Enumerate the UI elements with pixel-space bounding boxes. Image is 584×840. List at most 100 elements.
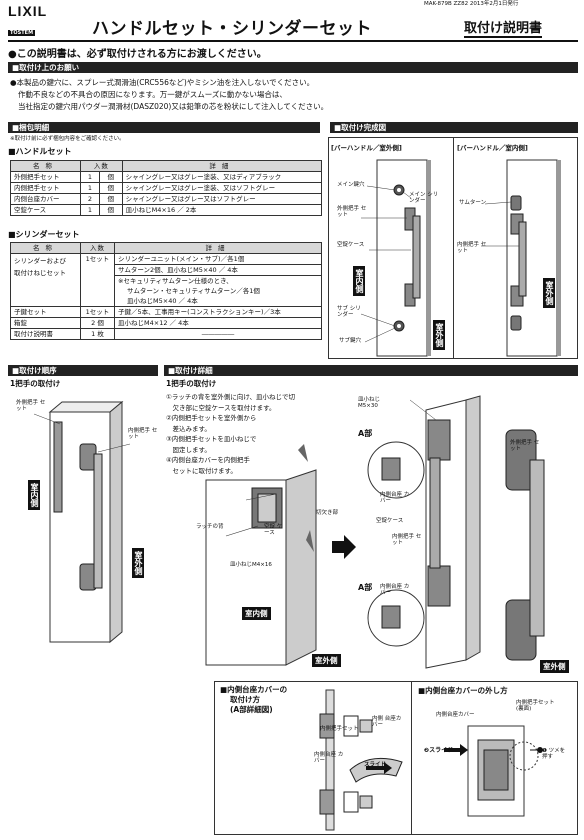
cell-name-line: シリンダーおよび (14, 257, 66, 265)
detail-heading: ■取付け詳細 (164, 365, 578, 376)
label-a-part2: A部 (358, 583, 373, 592)
cell-detail: 皿小ねじM4×16 ／ 2本 (121, 204, 323, 216)
cell-unit: 個 (98, 193, 123, 205)
table-row: 空錠ケース 1 個 皿小ねじM4×16 ／ 2本 (10, 204, 323, 216)
cell-name-line: 取付けねじセット (14, 269, 66, 277)
cell-detail: シャイングレー又はグレー塗装、又はソフトグレー (121, 182, 323, 194)
cell-name: 子鍵セット (10, 306, 81, 318)
table-row: 内側把手セット 1 個 シャイングレー又はグレー塗装、又はソフトグレー (10, 182, 323, 194)
detail-indoor-badge: 室内側 (242, 607, 271, 620)
notice: ●この説明書は、必ず取付けされる方にお渡しください。 (8, 49, 267, 60)
request-line: 作動不良などの不具合の原因になります。万一鍵がスムーズに動かない場合は、 (18, 90, 287, 99)
order-step1: 1把手の取付け (10, 379, 61, 388)
instruction-line: ③内側把手セットを皿小ねじで (166, 435, 257, 443)
col-name: 名称 (10, 242, 81, 254)
label-slide-cover: スライド (364, 762, 387, 768)
brand-logo: LIXIL TOSTEM (8, 3, 64, 38)
brand-name: LIXIL (8, 3, 48, 19)
label-sub-cyl: サブ シリンダー (337, 306, 361, 319)
cylinder-set-table: 名称 入数 詳細 シリンダーおよび 取付けねじセット 1セット シリンダーユニッ… (10, 242, 322, 340)
cylinder-set-heading: ■シリンダーセット (8, 230, 80, 239)
install-cover-title-line: (A部詳細図) (230, 705, 273, 714)
cell-detail: 子鍵／5本、工事用キー(コンストラクションキー)／3本 (114, 306, 322, 318)
label-main-cyl: メイン シリンダー (409, 192, 439, 205)
label-lock-case: 空錠ケース (337, 242, 365, 248)
cell-detail: シリンダーユニット(メイン・サブ)／各1個 (114, 253, 322, 265)
order-heading: ■取付け順序 (8, 365, 158, 376)
cell-qty: 1 枚 (80, 328, 115, 340)
label-inner-handle: 内側把手 セット (457, 242, 487, 255)
cell-qty: 1 (80, 204, 100, 216)
cell-qty: 2 個 (80, 317, 115, 329)
label-cutout: 切欠き部 (316, 510, 339, 516)
label-outer-handle-detail: 外側把手 セット (510, 440, 540, 453)
label-screw-m5: 皿小ねじ M5×30 (358, 397, 381, 410)
table-row: 子鍵セット 1セット 子鍵／5本、工事用キー(コンストラクションキー)／3本 (10, 306, 322, 318)
detail-instructions: ①ラッチの背を室外側に向け、皿小ねじで切 欠き部に空錠ケースを取付けます。 ②内… (166, 392, 295, 476)
order-door-illustration (33, 400, 131, 644)
packing-note: ※取付け前に必ず梱包内容をご確認ください。 (10, 136, 125, 142)
instruction-line: 固定します。 (166, 445, 211, 454)
label-inner-handle-cover: 内側把手セット (320, 726, 359, 732)
table-row: シリンダーおよび 取付けねじセット 1セット シリンダーユニット(メイン・サブ)… (10, 253, 322, 307)
label-base-cover2-cover: 内側台座 カバー (314, 752, 344, 765)
cell-qty: 1セット (80, 253, 115, 307)
table-header-row: 名称 入数 詳細 (10, 242, 322, 254)
detail-door-before (205, 444, 317, 666)
label-outer-handle: 外側把手 セット (337, 206, 367, 219)
indoor-door-illustration (481, 159, 561, 357)
detail-outdoor-badge2: 室外側 (540, 660, 569, 673)
complete-divider (453, 138, 454, 358)
detail-outdoor-badge: 室外側 (312, 654, 341, 667)
col-name: 名称 (10, 160, 81, 172)
label-base-cover-cover: 内側 台座カバー (372, 716, 402, 729)
label-sub-key: サブ鍵穴 (339, 338, 362, 344)
col-detail: 詳細 (114, 242, 322, 254)
cell-qty: 1 (80, 182, 100, 194)
label-inner-handle-remove: 内側把手セット (裏面) (516, 700, 555, 713)
label-thumbturn: サムターン (459, 200, 487, 206)
cell-name: 箱錠 (10, 317, 81, 329)
col-qty: 入数 (80, 160, 123, 172)
complete-heading: ■取付け完成図 (330, 122, 578, 133)
cell-name: 内側台座カバー (10, 193, 81, 205)
outdoor-badge: 室外側 (543, 278, 555, 308)
indoor-badge: 室内側 (353, 266, 365, 296)
instruction-line: ①ラッチの背を室外側に向け、皿小ねじで切 (166, 393, 296, 401)
cell-detail: 皿小ねじM5×40 ／ 4本 (114, 296, 322, 307)
handle-set-heading: ■ハンドルセット (8, 147, 72, 156)
label-screw-m4: 皿小ねじM4×16 (230, 562, 272, 568)
order-outdoor-badge: 室外側 (132, 548, 144, 578)
bottom-panel (214, 681, 578, 835)
remove-cover-illustration (444, 725, 543, 817)
cell-name: 外側把手セット (10, 171, 81, 183)
install-cover-title-line: 取付け方 (230, 695, 260, 704)
manual-type: 取付け説明書 (464, 17, 543, 38)
detail-step1: 1把手の取付け (166, 379, 217, 388)
step-arrow (332, 535, 356, 559)
install-cover-illustration (319, 689, 403, 831)
label-inner-handle-detail: 内側把手 セット (392, 534, 422, 547)
col-detail: 詳細 (121, 160, 323, 172)
instruction-line: ④内側台座カバーを内側把手 (166, 456, 250, 464)
cell-name: 取付け説明書 (10, 328, 81, 340)
cell-unit: 個 (98, 204, 123, 216)
cell-detail: ※セキュリティサムターン仕様のとき、 (114, 275, 322, 286)
cell-name: 空錠ケース (10, 204, 81, 216)
label-base-cover-remove: 内側台座カバー (436, 712, 475, 718)
instruction-line: 差込みます。 (166, 424, 211, 433)
cell-qty: 2 (80, 193, 100, 205)
label-base-cover2: 内側台座 カバー (380, 584, 410, 597)
table-row: サムターン・セキュリティサムターン／各1個 (11, 286, 322, 296)
label-lock-case2: 空錠 ケース (264, 524, 283, 537)
packing-heading: ■梱包明細 (8, 122, 320, 133)
complete-diagram-frame: [バーハンドル／室外側] [バーハンドル／室内側] メイン鍵穴 メイン シリンダ… (328, 137, 578, 359)
instruction-line: セットに取付けます。 (166, 466, 237, 475)
label-slide-remove: ❷スライド (424, 747, 454, 754)
outdoor-door-illustration (360, 159, 431, 357)
order-indoor-badge: 室内側 (28, 480, 40, 510)
document-code: MAK-879B ZZ82 2013年2月1日発行 (424, 1, 519, 7)
sub-brand: TOSTEM (8, 30, 36, 36)
table-row: 外側把手セット 1 個 シャイングレー又はグレー塗装、又はディアブラック (10, 171, 323, 183)
request-body: ●本製品の鍵穴に、スプレー式潤滑油(CRC556など)やミシン油を注入しないでく… (10, 77, 328, 113)
